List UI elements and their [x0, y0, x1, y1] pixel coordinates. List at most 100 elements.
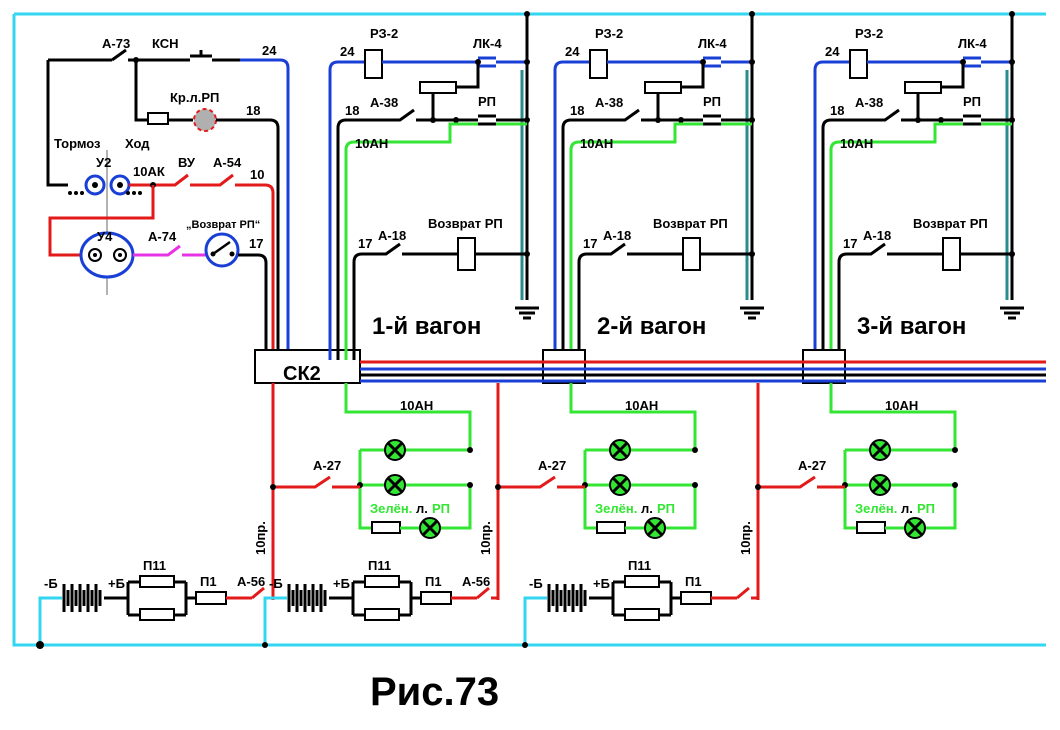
- minus-b-label: -Б: [44, 576, 58, 591]
- rz2-label: РЗ-2: [370, 26, 398, 41]
- wire-10-label: 10: [250, 167, 264, 182]
- resistor: [419, 81, 457, 94]
- wire-17-label: 17: [843, 236, 857, 251]
- sk2-connector: [254, 349, 361, 384]
- wire-24-label: 24: [262, 43, 277, 58]
- a38-label: А-38: [595, 95, 623, 110]
- green-lamp-label-c: РП: [657, 501, 675, 516]
- a27-label: А-27: [313, 458, 341, 473]
- wire-10an-label: 10АН: [355, 136, 388, 151]
- rz2-coil: [589, 49, 608, 79]
- a38-label: А-38: [855, 95, 883, 110]
- wagon-name: 3-й вагон: [857, 313, 966, 340]
- return-line: [36, 641, 44, 649]
- wire-18-label: 18: [246, 103, 260, 118]
- lk4-label: ЛК-4: [473, 36, 502, 51]
- wire-17-label: 17: [358, 236, 372, 251]
- resistor: [644, 81, 682, 94]
- p1-fuse: [420, 591, 452, 605]
- wagon-name: 1-й вагон: [372, 313, 481, 340]
- green-lamp-label-a: Зелён.: [370, 501, 412, 516]
- a38-label: А-38: [370, 95, 398, 110]
- rz2-label: РЗ-2: [595, 26, 623, 41]
- p1-fuse: [195, 591, 227, 605]
- wire-10pr-label: 10пр.: [478, 521, 493, 555]
- a27-label: А-27: [798, 458, 826, 473]
- u2-label: У2: [96, 155, 111, 170]
- hod-label: Ход: [125, 136, 150, 151]
- control-labels: А-73 КСН 24 Кр.л.РП 18 Тормоз Ход У2 10А…: [54, 36, 321, 385]
- lower-10an-label: 10АН: [400, 398, 433, 413]
- vozvrat-rp-button-icon: [204, 232, 240, 268]
- p11-label: П11: [143, 558, 166, 573]
- vu-label: ВУ: [178, 155, 196, 170]
- wire-24-label: 24: [340, 44, 355, 59]
- kr-rp-lamp-icon: [193, 108, 217, 132]
- train-lines: [360, 360, 1046, 383]
- lamp-resistor: [596, 521, 626, 534]
- minus-b-label: -Б: [269, 576, 283, 591]
- p11-fuse: [364, 575, 400, 588]
- lk4-label: ЛК-4: [958, 36, 987, 51]
- wire-10pr-label: 10пр.: [738, 521, 753, 555]
- p1-label: П1: [425, 574, 442, 589]
- a54-label: А-54: [213, 155, 242, 170]
- vozvrat-rp-coil: [942, 237, 961, 271]
- wire-18-label: 18: [570, 103, 584, 118]
- a18-label: А-18: [603, 228, 631, 243]
- vozvrat-rp-label: Возврат РП: [913, 216, 988, 231]
- wire-24-label: 24: [565, 44, 580, 59]
- u4-label: У4: [97, 229, 113, 244]
- p11-fuse-2: [139, 608, 175, 621]
- minus-b-label: -Б: [529, 576, 543, 591]
- kr-rp-label: Кр.л.РП: [170, 90, 219, 105]
- a74-label: А-74: [148, 229, 177, 244]
- wire-17-label: 17: [249, 236, 263, 251]
- lower-10an-label: 10АН: [625, 398, 658, 413]
- green-lamp-label-c: РП: [432, 501, 450, 516]
- p1-label: П1: [200, 574, 217, 589]
- rp-label: РП: [703, 94, 721, 109]
- wire-10ak-label: 10АК: [133, 164, 165, 179]
- lamp-resistor: [371, 521, 401, 534]
- green-lamp-label-a: Зелён.: [595, 501, 637, 516]
- rz2-coil: [364, 49, 383, 79]
- green-lamp-label-c: РП: [917, 501, 935, 516]
- p11-fuse-2: [364, 608, 400, 621]
- p11-fuse: [139, 575, 175, 588]
- vozvrat-rp-btn-label: „Возврат РП“: [186, 219, 260, 231]
- lower-10an-label: 10АН: [885, 398, 918, 413]
- vozvrat-rp-label: Возврат РП: [428, 216, 503, 231]
- wire-24-label: 24: [825, 44, 840, 59]
- a56-label: А-56: [462, 574, 490, 589]
- wire-10an-label: 10АН: [580, 136, 613, 151]
- ksn-label: КСН: [152, 36, 179, 51]
- p11-label: П11: [368, 558, 391, 573]
- p11-label: П11: [628, 558, 651, 573]
- green-lamp-label-b: л.: [901, 501, 913, 516]
- control-section: [46, 48, 361, 384]
- sk2-label: СК2: [283, 363, 321, 385]
- a18-label: А-18: [863, 228, 891, 243]
- vozvrat-rp-label: Возврат РП: [653, 216, 728, 231]
- wire-10pr-label: 10пр.: [253, 521, 268, 555]
- a73-label: А-73: [102, 36, 130, 51]
- wire-18-label: 18: [830, 103, 844, 118]
- wire-10an-label: 10АН: [840, 136, 873, 151]
- plus-b-label: +Б: [333, 576, 350, 591]
- plus-b-label: +Б: [108, 576, 125, 591]
- plus-b-label: +Б: [593, 576, 610, 591]
- lamp-resistor: [856, 521, 886, 534]
- rz2-coil: [849, 49, 868, 79]
- green-lamp-label-b: л.: [416, 501, 428, 516]
- tormoz-label: Тормоз: [54, 136, 101, 151]
- lk4-label: ЛК-4: [698, 36, 727, 51]
- wire-18-label: 18: [345, 103, 359, 118]
- p11-fuse-2: [624, 608, 660, 621]
- figure-title: Рис.73: [370, 670, 499, 714]
- a56-label: А-56: [237, 574, 265, 589]
